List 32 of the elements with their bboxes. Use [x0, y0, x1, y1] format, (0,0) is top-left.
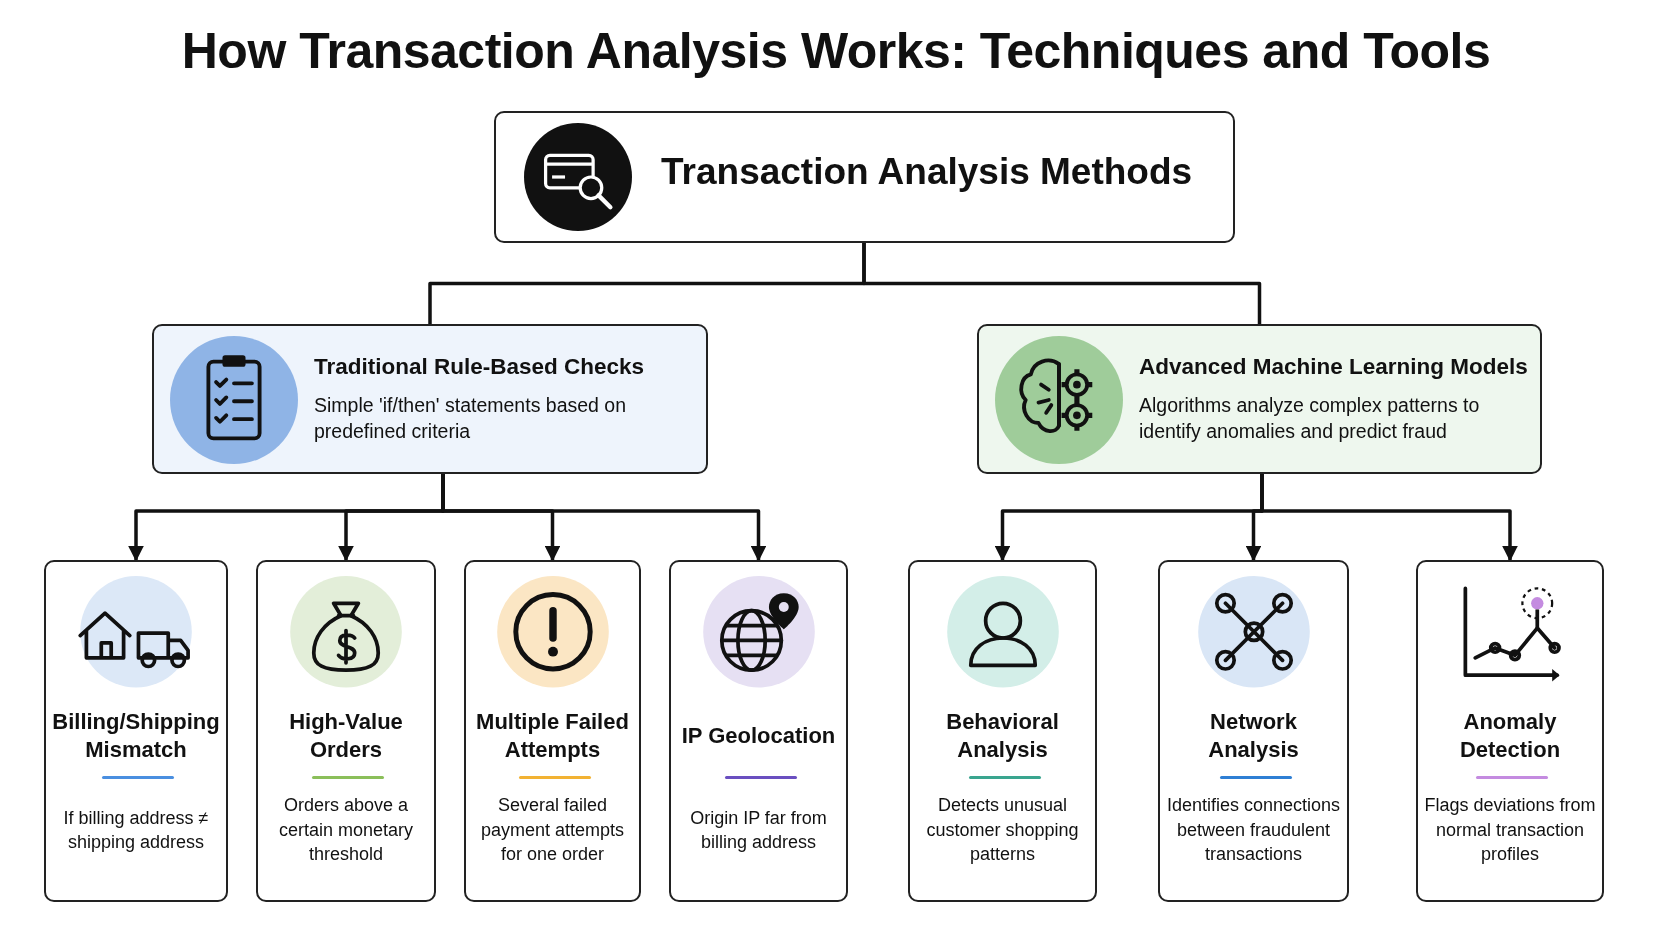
connector-line [862, 243, 1262, 324]
category-box [152, 324, 708, 474]
technique-card [669, 560, 848, 902]
node-title: Behavioral Analysis [945, 708, 1060, 764]
node-title: Transaction Analysis Methods [661, 151, 1193, 193]
node-title: Multiple Failed Attempts [475, 708, 630, 764]
node-description: Detects unusual customer shopping patterns [925, 794, 1080, 867]
node-description: If billing address ≠ shipping address [62, 806, 210, 854]
node-description: Flags deviations from normal transaction profiles [1424, 794, 1596, 867]
node-title: Network Analysis [1207, 708, 1300, 764]
node-title: Advanced Machine Learning Models [1139, 354, 1528, 380]
node-title: Traditional Rule-Based Checks [314, 354, 645, 380]
node-description: Identifies connections between fraudulent transactions [1166, 794, 1341, 867]
category-box [977, 324, 1542, 474]
technique-card [1158, 560, 1349, 902]
node-description: Simple 'if/then' statements based on predefined criteria [314, 393, 628, 444]
technique-card [464, 560, 641, 902]
diagram-title: How Transaction Analysis Works: Techniques and Tools [180, 22, 1492, 80]
technique-card [908, 560, 1097, 902]
node-title: IP Geolocation [680, 722, 837, 750]
node-title: Billing/Shipping Mismatch [51, 708, 221, 764]
technique-card [44, 560, 228, 902]
node-title: Anomaly Detection [1458, 708, 1562, 764]
arrow [1260, 474, 1518, 562]
technique-card [256, 560, 436, 902]
node-description: Origin IP far from billing address [689, 806, 828, 854]
root-box [494, 111, 1235, 243]
node-title: High-Value Orders [288, 708, 404, 764]
node-description: Several failed payment attempts for one order [479, 794, 626, 867]
technique-card [1416, 560, 1604, 902]
node-description: Algorithms analyze complex patterns to identify anomalies and predict fraud [1139, 393, 1481, 444]
node-description: Orders above a certain monetary threshold [277, 794, 415, 867]
